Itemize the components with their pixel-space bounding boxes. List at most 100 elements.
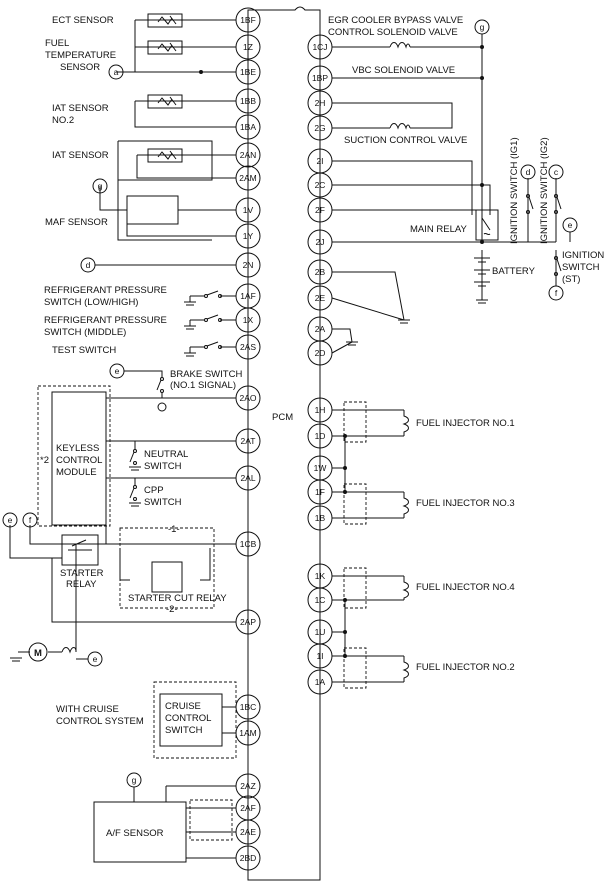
svg-text:CONTROL SOLENOID VALVE: CONTROL SOLENOID VALVE xyxy=(328,27,458,38)
pin-1BB xyxy=(235,88,261,114)
svg-text:2AZ: 2AZ xyxy=(240,781,256,791)
right-pins: 1CJ 1BP 2H 2G 2I 2C 2F 2J 2B 2E 2A 2D 1H… xyxy=(307,34,333,695)
main-relay-contact xyxy=(481,217,491,236)
left-pins: 1BF 1Z 1BE 1BB 1BA 2AN 2AM 1V 1Y 2N 1AF … xyxy=(235,7,261,871)
pin-1V xyxy=(235,197,261,223)
maf-box xyxy=(126,195,179,225)
svg-text:1CB: 1CB xyxy=(240,539,257,549)
svg-text:g: g xyxy=(132,775,137,785)
pin-1BF xyxy=(235,7,261,33)
svg-text:RELAY: RELAY xyxy=(66,579,97,590)
ignition-contacts xyxy=(526,194,562,276)
svg-text:(NO.1 SIGNAL): (NO.1 SIGNAL) xyxy=(170,380,236,391)
svg-text:FUEL INJECTOR NO.1: FUEL INJECTOR NO.1 xyxy=(416,418,515,429)
switch-symbols xyxy=(129,290,222,501)
pin-1X xyxy=(235,307,261,333)
svg-text:2C: 2C xyxy=(315,180,326,190)
svg-text:2AS: 2AS xyxy=(240,342,256,352)
svg-text:NO.2: NO.2 xyxy=(52,115,74,126)
svg-text:*2: *2 xyxy=(40,455,49,466)
left-wires xyxy=(9,19,236,859)
svg-text:1BC: 1BC xyxy=(240,702,257,712)
pin-2D xyxy=(307,340,333,366)
svg-text:1A: 1A xyxy=(315,677,326,687)
svg-text:2E: 2E xyxy=(315,293,326,303)
svg-text:2AN: 2AN xyxy=(240,150,257,160)
pin-1BP xyxy=(307,65,333,91)
svg-text:VBC SOLENOID VALVE: VBC SOLENOID VALVE xyxy=(352,65,455,76)
svg-text:1D: 1D xyxy=(315,431,326,441)
svg-text:1V: 1V xyxy=(243,205,254,215)
svg-text:2AP: 2AP xyxy=(240,617,256,627)
svg-text:CONTROL SYSTEM: CONTROL SYSTEM xyxy=(56,716,144,727)
pin-1BC xyxy=(235,694,261,720)
svg-text:1BF: 1BF xyxy=(240,15,256,25)
svg-text:2AO: 2AO xyxy=(239,393,256,403)
svg-text:2H: 2H xyxy=(315,98,326,108)
pin-1Z xyxy=(235,34,261,60)
ground-symbols xyxy=(10,301,196,662)
svg-text:2A: 2A xyxy=(315,324,326,334)
thermistor-symbols xyxy=(147,13,183,163)
pin-1BE xyxy=(235,59,261,85)
cruise-dashed-box xyxy=(153,681,237,759)
keyless-module-box xyxy=(51,391,107,526)
pin-2AN xyxy=(235,142,261,168)
pin-1CJ xyxy=(307,34,333,60)
right-junctions xyxy=(343,45,484,658)
svg-text:SWITCH: SWITCH xyxy=(144,497,182,508)
pin-2AT xyxy=(235,428,261,454)
svg-text:2AF: 2AF xyxy=(240,803,256,813)
pcm-label: PCM xyxy=(272,412,293,423)
svg-text:2N: 2N xyxy=(243,260,254,270)
svg-text:2AM: 2AM xyxy=(239,173,256,183)
pin-1C xyxy=(307,587,333,613)
svg-text:1AF: 1AF xyxy=(240,291,256,301)
svg-text:2G: 2G xyxy=(314,123,325,133)
pin-2E xyxy=(307,285,333,311)
svg-text:f: f xyxy=(555,288,558,298)
starter-relay-box xyxy=(61,534,99,566)
svg-text:KEYLESS: KEYLESS xyxy=(56,443,99,454)
svg-text:2J: 2J xyxy=(316,237,325,247)
af-sensor-box xyxy=(93,801,187,863)
svg-text:MAF SENSOR: MAF SENSOR xyxy=(45,217,108,228)
svg-text:1CJ: 1CJ xyxy=(312,42,327,52)
pin-2AS xyxy=(235,334,261,360)
svg-text:1Z: 1Z xyxy=(243,42,253,52)
pin-2B xyxy=(307,259,333,285)
svg-text:SWITCH: SWITCH xyxy=(144,461,182,472)
svg-text:BATTERY: BATTERY xyxy=(492,266,536,277)
svg-text:NEUTRAL: NEUTRAL xyxy=(144,449,188,460)
svg-text:2AL: 2AL xyxy=(240,473,255,483)
pin-2F xyxy=(307,197,333,223)
svg-text:1BA: 1BA xyxy=(240,122,256,132)
pin-1BA xyxy=(235,114,261,140)
pin-1A xyxy=(307,669,333,695)
starter-cut-relay-dashed xyxy=(119,527,215,609)
svg-text:FUEL: FUEL xyxy=(45,38,69,49)
svg-text:1C: 1C xyxy=(315,595,326,605)
solenoid-coils xyxy=(389,42,411,130)
svg-text:(ST): (ST) xyxy=(562,274,580,285)
svg-text:1BB: 1BB xyxy=(240,96,256,106)
svg-text:2AE: 2AE xyxy=(240,827,256,837)
svg-text:e: e xyxy=(93,654,98,664)
svg-text:1X: 1X xyxy=(243,315,254,325)
pin-2AE xyxy=(235,819,261,845)
svg-text:e: e xyxy=(115,366,120,376)
svg-text:SWITCH: SWITCH xyxy=(562,262,600,273)
right-grounds xyxy=(346,299,488,346)
svg-text:1K: 1K xyxy=(315,571,326,581)
svg-text:-1-: -1- xyxy=(168,524,180,535)
svg-text:TEST SWITCH: TEST SWITCH xyxy=(52,345,116,356)
pin-2C xyxy=(307,172,333,198)
svg-text:1Y: 1Y xyxy=(243,231,254,241)
svg-text:SWITCH (LOW/HIGH): SWITCH (LOW/HIGH) xyxy=(44,297,138,308)
svg-text:2F: 2F xyxy=(315,205,325,215)
svg-text:2BD: 2BD xyxy=(240,853,257,863)
svg-text:CRUISE: CRUISE xyxy=(165,701,201,712)
svg-text:2B: 2B xyxy=(315,267,326,277)
svg-text:2AT: 2AT xyxy=(241,436,256,446)
pin-2AL xyxy=(235,465,261,491)
